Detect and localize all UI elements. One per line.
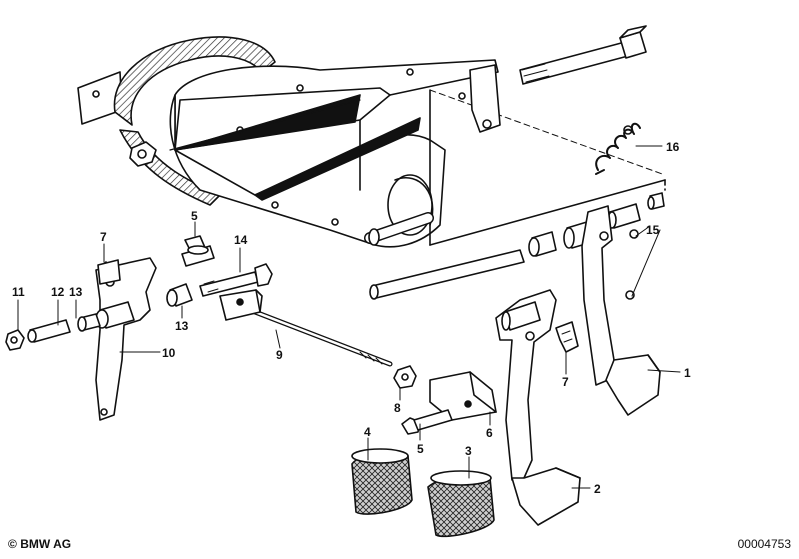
part-label-15: 15 <box>646 223 660 237</box>
long-bolt <box>519 25 647 85</box>
switch-bracket-right <box>555 321 579 353</box>
part-label-12: 12 <box>51 285 65 299</box>
pedal-pad-3 <box>427 470 495 538</box>
pivot-shaft <box>369 249 525 300</box>
return-spring <box>595 122 663 175</box>
part-label-4: 4 <box>364 425 371 439</box>
part-label-14: 14 <box>234 233 248 247</box>
reference-number: 00004753 <box>737 537 791 551</box>
bracket-bolt <box>181 235 215 267</box>
washer-bushing <box>166 283 193 307</box>
part-label-8: 8 <box>394 401 401 415</box>
bracket-bushing <box>77 301 135 332</box>
part-label-5-lower: 5 <box>417 442 424 456</box>
part-label-11: 11 <box>12 285 25 299</box>
brake-pedal <box>581 205 661 416</box>
part-label-2: 2 <box>594 482 601 496</box>
clevis <box>429 371 497 421</box>
copyright-text: BMW AG <box>20 537 72 551</box>
lock-nut <box>393 365 417 389</box>
clutch-pedal <box>495 289 581 526</box>
part-label-3: 3 <box>465 444 472 458</box>
part-label-13-right: 13 <box>175 319 189 333</box>
pedal-bracket-housing <box>77 36 666 248</box>
threaded-stud <box>199 263 273 297</box>
clevis-bolt <box>401 409 453 435</box>
part-label-7-left: 7 <box>100 230 107 244</box>
part-label-9: 9 <box>276 348 283 362</box>
part-label-1: 1 <box>684 366 691 380</box>
part-label-16: 16 <box>666 140 680 154</box>
copyright-symbol: © <box>8 537 17 551</box>
mounting-bracket <box>95 257 157 421</box>
part-label-6: 6 <box>486 426 493 440</box>
part-label-10: 10 <box>162 346 176 360</box>
part-label-13-left: 13 <box>69 285 83 299</box>
copyright-notice: © BMW AG <box>8 537 71 551</box>
hex-nut <box>5 329 25 351</box>
pedal-pad-4 <box>351 448 413 515</box>
part-label-5-upper: 5 <box>191 209 198 223</box>
part-label-7-right: 7 <box>562 375 569 389</box>
push-rod <box>219 289 393 367</box>
leader-lines <box>17 221 681 489</box>
spacer-sleeve <box>27 319 71 343</box>
